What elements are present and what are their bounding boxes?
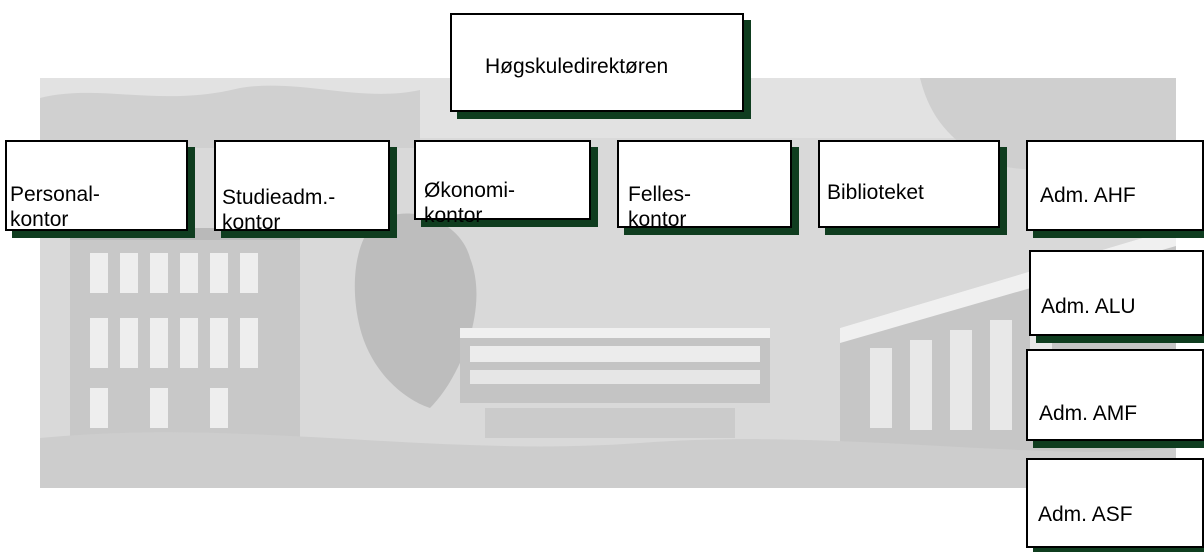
middle-building <box>460 328 770 438</box>
personal-office-label: Personal- kontor <box>10 183 100 231</box>
common-office-box: Felles- kontor <box>617 140 792 231</box>
adm-asf-box: Adm. ASF <box>1026 458 1204 548</box>
library-box: Biblioteket <box>818 140 1000 228</box>
finance-office-box: Økonomi- kontor <box>414 140 591 227</box>
adm-amf-box: Adm. AMF <box>1026 349 1204 441</box>
left-building <box>70 228 300 438</box>
adm-amf-label: Adm. AMF <box>1039 402 1138 425</box>
adm-ahf-box: Adm. AHF <box>1026 140 1204 231</box>
adm-ahf-label: Adm. AHF <box>1040 184 1136 207</box>
adm-alu-box: Adm. ALU <box>1029 250 1204 336</box>
director-label: Høgskuledirektøren <box>485 55 669 78</box>
study-admin-office-label: Studieadm.- kontor <box>222 186 336 234</box>
common-office-label: Felles- kontor <box>628 183 692 231</box>
campus-photo-background <box>40 78 1176 488</box>
adm-asf-label: Adm. ASF <box>1038 503 1133 526</box>
adm-alu-label: Adm. ALU <box>1041 295 1136 318</box>
study-admin-office-box: Studieadm.- kontor <box>214 140 390 234</box>
finance-office-label: Økonomi- kontor <box>424 179 516 227</box>
director-box: Høgskuledirektøren <box>450 13 744 112</box>
library-label: Biblioteket <box>827 181 924 204</box>
personal-office-box: Personal- kontor <box>5 140 188 231</box>
